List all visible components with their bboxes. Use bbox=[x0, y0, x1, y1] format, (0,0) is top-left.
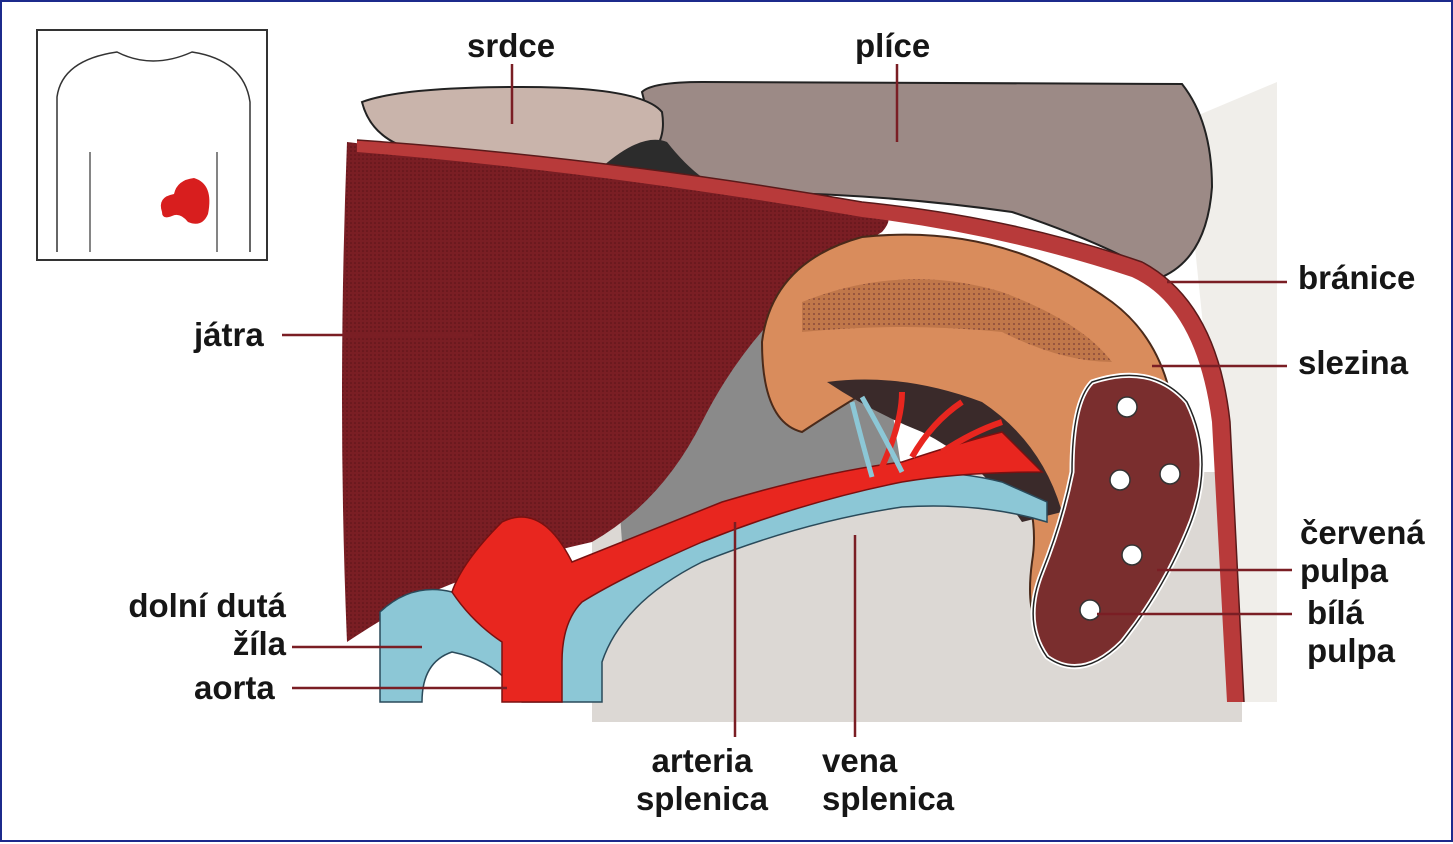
label-vena-cava: dolní dutá žíla bbox=[82, 587, 286, 663]
label-liver: játra bbox=[194, 316, 264, 354]
label-red-pulp-line2: pulpa bbox=[1300, 552, 1425, 590]
label-splenic-artery-line1: arteria bbox=[622, 742, 782, 780]
label-white-pulp-line1: bílá bbox=[1307, 594, 1395, 632]
label-vena-cava-line2: žíla bbox=[82, 625, 286, 663]
label-heart: srdce bbox=[467, 27, 555, 65]
label-red-pulp: červená pulpa bbox=[1300, 514, 1425, 590]
label-white-pulp-line2: pulpa bbox=[1307, 632, 1395, 670]
label-aorta: aorta bbox=[194, 669, 275, 707]
label-vena-cava-line1: dolní dutá bbox=[82, 587, 286, 625]
label-splenic-vein-line1: vena bbox=[822, 742, 954, 780]
torso-inset bbox=[37, 30, 267, 260]
label-splenic-artery: arteria splenica bbox=[622, 742, 782, 818]
label-splenic-vein-line2: splenica bbox=[822, 780, 954, 818]
label-spleen: slezina bbox=[1298, 344, 1408, 382]
label-splenic-artery-line2: splenica bbox=[622, 780, 782, 818]
label-splenic-vein: vena splenica bbox=[822, 742, 954, 818]
label-red-pulp-line1: červená bbox=[1300, 514, 1425, 552]
label-diaphragm: bránice bbox=[1298, 259, 1415, 297]
label-lungs: plíce bbox=[855, 27, 930, 65]
label-white-pulp: bílá pulpa bbox=[1307, 594, 1395, 670]
